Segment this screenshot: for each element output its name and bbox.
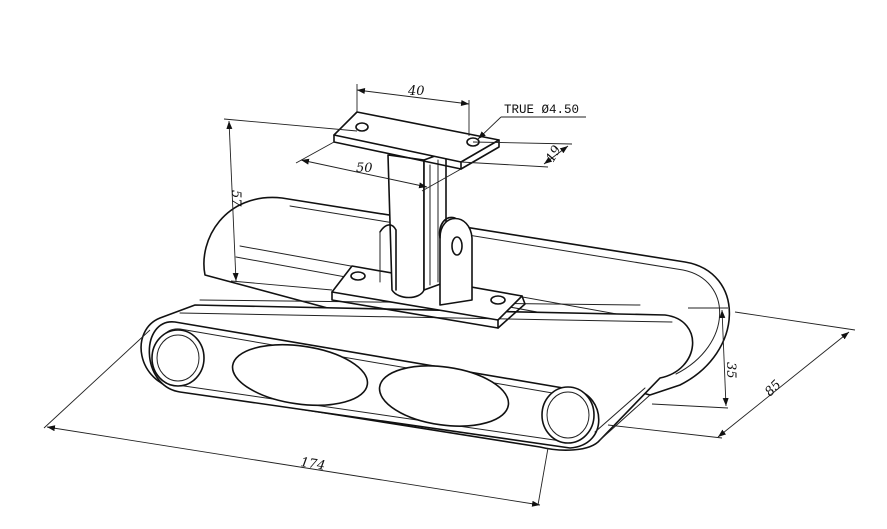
dim-height: 57 — [223, 118, 358, 291]
side-cutout-left — [231, 343, 369, 407]
dim-label-174: 174 — [299, 455, 326, 474]
dim-plate-thickness: 19 — [460, 141, 573, 168]
dim-label-85: 85 — [762, 378, 784, 400]
dim-plate-width: 40 — [356, 84, 470, 136]
dim-plate-depth: 50 — [295, 141, 462, 192]
dim-track-width: 85 — [607, 311, 856, 439]
dim-track-length: 174 — [43, 329, 549, 507]
front-wheel-left — [151, 329, 205, 387]
side-cutout-right — [378, 365, 510, 427]
hole-note: TRUE Ø4.50 — [477, 103, 586, 140]
hole-note-text: TRUE Ø4.50 — [504, 103, 579, 117]
front-wheel-right — [541, 386, 595, 444]
dim-label-40: 40 — [407, 84, 425, 99]
dim-label-50: 50 — [356, 161, 373, 176]
dim-label-35: 35 — [723, 362, 738, 379]
bracket — [379, 216, 473, 306]
dim-label-19: 19 — [543, 143, 564, 165]
dim-label-57: 57 — [228, 190, 243, 207]
